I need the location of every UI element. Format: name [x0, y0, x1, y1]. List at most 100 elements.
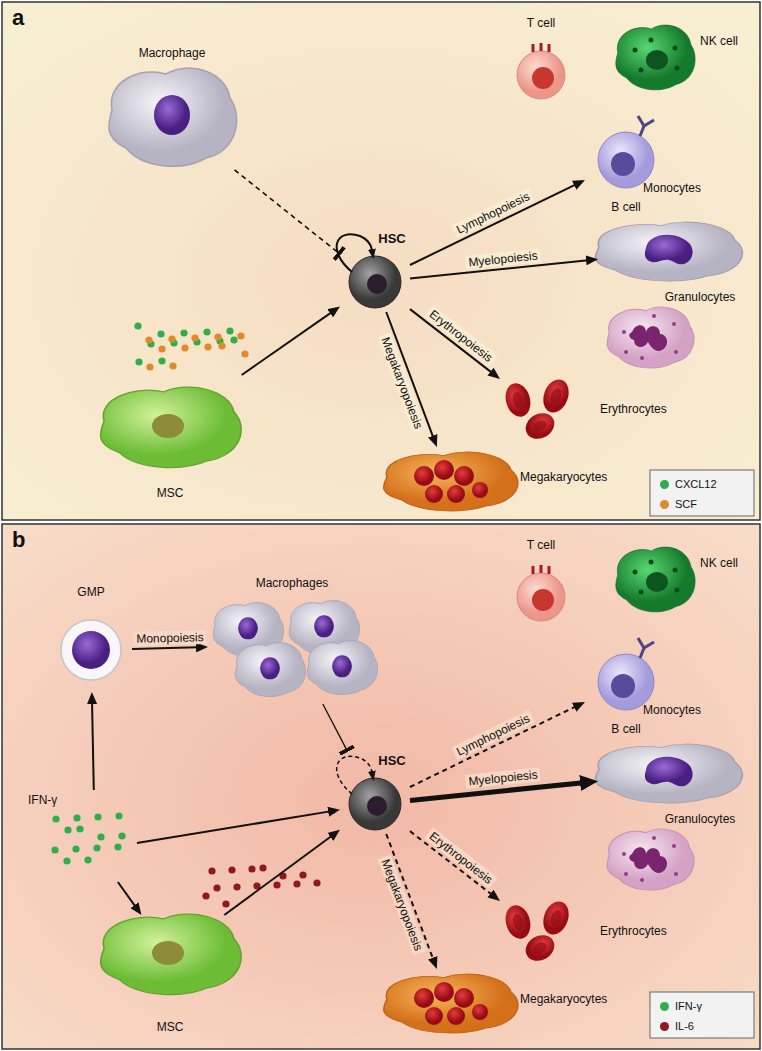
cytokine-dot — [157, 330, 164, 337]
cytokine-dot — [237, 332, 244, 339]
macrophage: Macrophage — [100, 42, 245, 170]
legend-item: IL-6 — [660, 1018, 694, 1034]
cytokine-dot — [299, 871, 306, 878]
b-cell: B cell — [585, 102, 667, 218]
process-label: Erythropoiesis — [424, 305, 497, 366]
cell-label: Monocytes — [643, 181, 701, 195]
cytokine-dot — [226, 327, 233, 334]
cytokine-dot — [273, 881, 280, 888]
cytokine-dot — [115, 812, 122, 819]
arrow — [118, 882, 136, 907]
cytokine-dot — [146, 363, 153, 370]
cell-label: Erythrocytes — [600, 924, 667, 938]
legend-item: IFN-γ — [660, 998, 702, 1014]
msc: MSC — [95, 375, 245, 503]
panel-ground — [2, 2, 760, 520]
msc: MSC — [95, 915, 245, 1040]
cytokine-dot — [51, 846, 58, 853]
cytokine-dot — [218, 342, 225, 349]
arrow — [137, 811, 330, 843]
hsc — [349, 778, 401, 830]
arrow — [224, 836, 332, 915]
cytokine-dot — [118, 832, 125, 839]
hsc: HSC — [340, 751, 410, 834]
mature-cells — [384, 25, 743, 511]
panel-letter: b — [12, 528, 25, 552]
process-label: Myelopoiesis — [465, 248, 541, 270]
arrow — [242, 312, 332, 375]
cell-label: GMP — [77, 585, 104, 599]
gmp: GMP — [50, 582, 132, 692]
t-cell: T cell — [508, 13, 574, 104]
legend-text: IL-6 — [675, 1020, 694, 1033]
cytokine-dot — [145, 336, 152, 343]
panel-letter: a — [12, 6, 24, 30]
cytokine-dot — [203, 328, 210, 335]
legend-swatch — [660, 1002, 669, 1011]
panel-ground — [2, 524, 760, 1049]
cytokine-dot — [313, 879, 320, 886]
t-cell: T cell — [508, 535, 574, 626]
cell-label: MSC — [157, 1020, 184, 1034]
cell-label: MSC — [157, 486, 184, 500]
process-label: Monopoiesis — [133, 630, 207, 646]
process-label: Erythropoiesis — [424, 827, 497, 888]
hsc: HSC — [340, 229, 410, 312]
cytokine-dot — [214, 333, 221, 340]
cell-label: Monocytes — [643, 703, 701, 717]
cytokine-dot — [63, 857, 70, 864]
cytokine-dot — [158, 345, 165, 352]
cell-label: Megakaryocytes — [520, 992, 607, 1006]
cytokine-dot — [158, 357, 165, 364]
cell-label: B cell — [611, 722, 640, 736]
cytokine-dot — [169, 362, 176, 369]
cytokine-dot — [208, 867, 215, 874]
granulocytes: Granulocytes — [598, 809, 750, 896]
cytokine-dot — [93, 844, 100, 851]
cell-label: T cell — [527, 16, 555, 30]
nk-cell: NK cell — [612, 22, 752, 92]
panel: bMacrophagesT cellNK cellGMPB cellMonocy… — [2, 524, 760, 1049]
cytokine-dot — [94, 813, 101, 820]
cytokine-dot — [97, 833, 104, 840]
cell-label: Macrophage — [139, 46, 206, 60]
cytokine-dot — [134, 322, 141, 329]
cytokine-dot — [135, 358, 142, 365]
arrow — [132, 647, 198, 649]
mature-cells — [384, 547, 743, 1033]
cell-label: B cell — [611, 200, 640, 214]
monocytes: Monocytes — [598, 178, 748, 284]
legend-swatch — [660, 1022, 669, 1031]
panel: aMacrophage T cell NK cellHSC B cellMonocyt… — [2, 2, 760, 520]
monocytes: Monocytes — [598, 700, 748, 806]
granulocytes: Granulocytes — [598, 287, 750, 374]
cell-label: Megakaryocytes — [520, 470, 607, 484]
process-label: Myelopoiesis — [464, 767, 540, 789]
cytokine-dot — [233, 883, 240, 890]
legend-item: CXCL12 — [660, 476, 717, 492]
cell-label: IFN-γ — [28, 793, 57, 807]
erythrocytes: Erythrocytes — [500, 378, 710, 442]
cytokine-dot — [228, 866, 235, 873]
macrophage — [307, 641, 377, 695]
cytokine-dot — [191, 334, 198, 341]
process-label: Megakaryopoiesis — [378, 854, 427, 955]
cytokine-dot — [213, 884, 220, 891]
megakaryocytes: Megakaryocytes — [385, 969, 615, 1039]
legend-text: IFN-γ — [675, 1000, 702, 1013]
cytokine-dot — [52, 815, 59, 822]
inhibition-line — [235, 170, 340, 253]
process-label: Lymphopoiesis — [452, 710, 535, 760]
nk-cell: NK cell — [612, 544, 752, 614]
erythrocytes: Erythrocytes — [500, 900, 710, 964]
cytokine-dot — [204, 343, 211, 350]
process-label: Lymphopoiesis — [452, 188, 535, 238]
cells-panel-b — [61, 547, 754, 1038]
cytokine-dot — [180, 329, 187, 336]
arrow — [92, 702, 94, 790]
megakaryocytes: Megakaryocytes — [385, 447, 615, 517]
cell-label: NK cell — [700, 556, 738, 570]
macrophage — [109, 68, 237, 166]
